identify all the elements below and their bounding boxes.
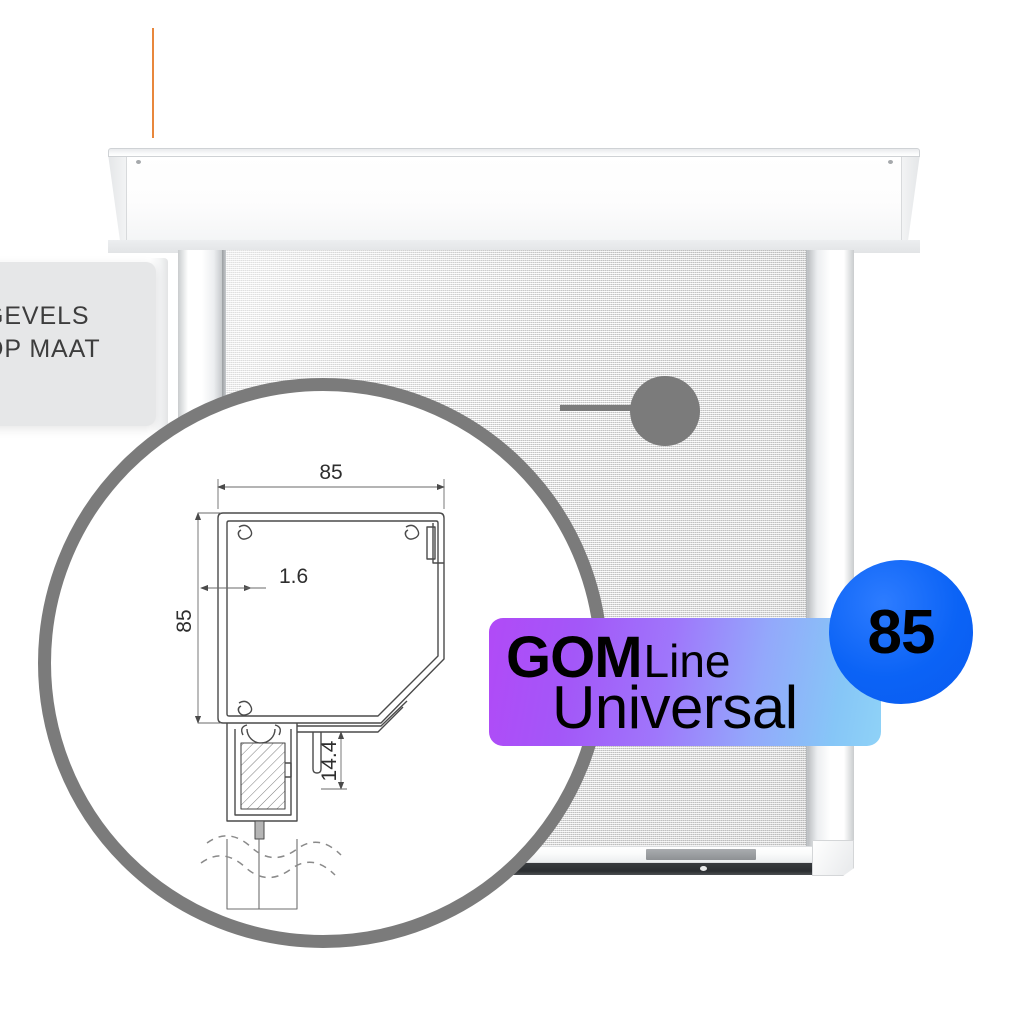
corner-badge-line-1: GEVELS bbox=[0, 302, 90, 330]
size-badge-85: 85 bbox=[829, 560, 973, 704]
product-model-name: Universal bbox=[552, 674, 798, 741]
product-logo: GOM Line Universal 85 bbox=[489, 560, 973, 746]
corner-badge-gevels-op-maat: GEVELS OP MAAT bbox=[0, 262, 156, 426]
dimension-label-wall-thickness: 1.6 bbox=[279, 565, 308, 588]
headbox-screw-right bbox=[888, 160, 893, 164]
guide-rail-right-inner-edge bbox=[804, 250, 808, 862]
magnifier-pin-head-icon bbox=[630, 376, 700, 446]
headbox-top-lip bbox=[108, 148, 920, 157]
corner-badge-text: GEVELS OP MAAT bbox=[0, 300, 124, 366]
headbox-left-bevel bbox=[108, 154, 127, 253]
headbox-screw-left bbox=[136, 160, 141, 164]
guide-rail-right bbox=[808, 250, 854, 862]
cassette-headbox bbox=[108, 148, 920, 253]
headbox-bottom-edge bbox=[108, 240, 920, 253]
dimension-label-width: 85 bbox=[319, 461, 342, 484]
bottom-rail-centre-dot bbox=[700, 866, 707, 871]
dimension-label-bottom-gap: 14.4 bbox=[318, 740, 341, 781]
headbox-front-face bbox=[126, 154, 902, 242]
corner-badge-accent-line bbox=[152, 28, 154, 138]
size-badge-value: 85 bbox=[867, 597, 936, 667]
bottom-rail-end-cap bbox=[812, 840, 854, 876]
corner-badge-line-2: OP MAAT bbox=[0, 335, 101, 363]
bottom-rail-handle bbox=[646, 849, 756, 860]
product-logo-plate: GOM Line Universal bbox=[489, 618, 881, 746]
dimension-label-height: 85 bbox=[173, 609, 196, 632]
headbox-right-bevel bbox=[901, 154, 920, 253]
